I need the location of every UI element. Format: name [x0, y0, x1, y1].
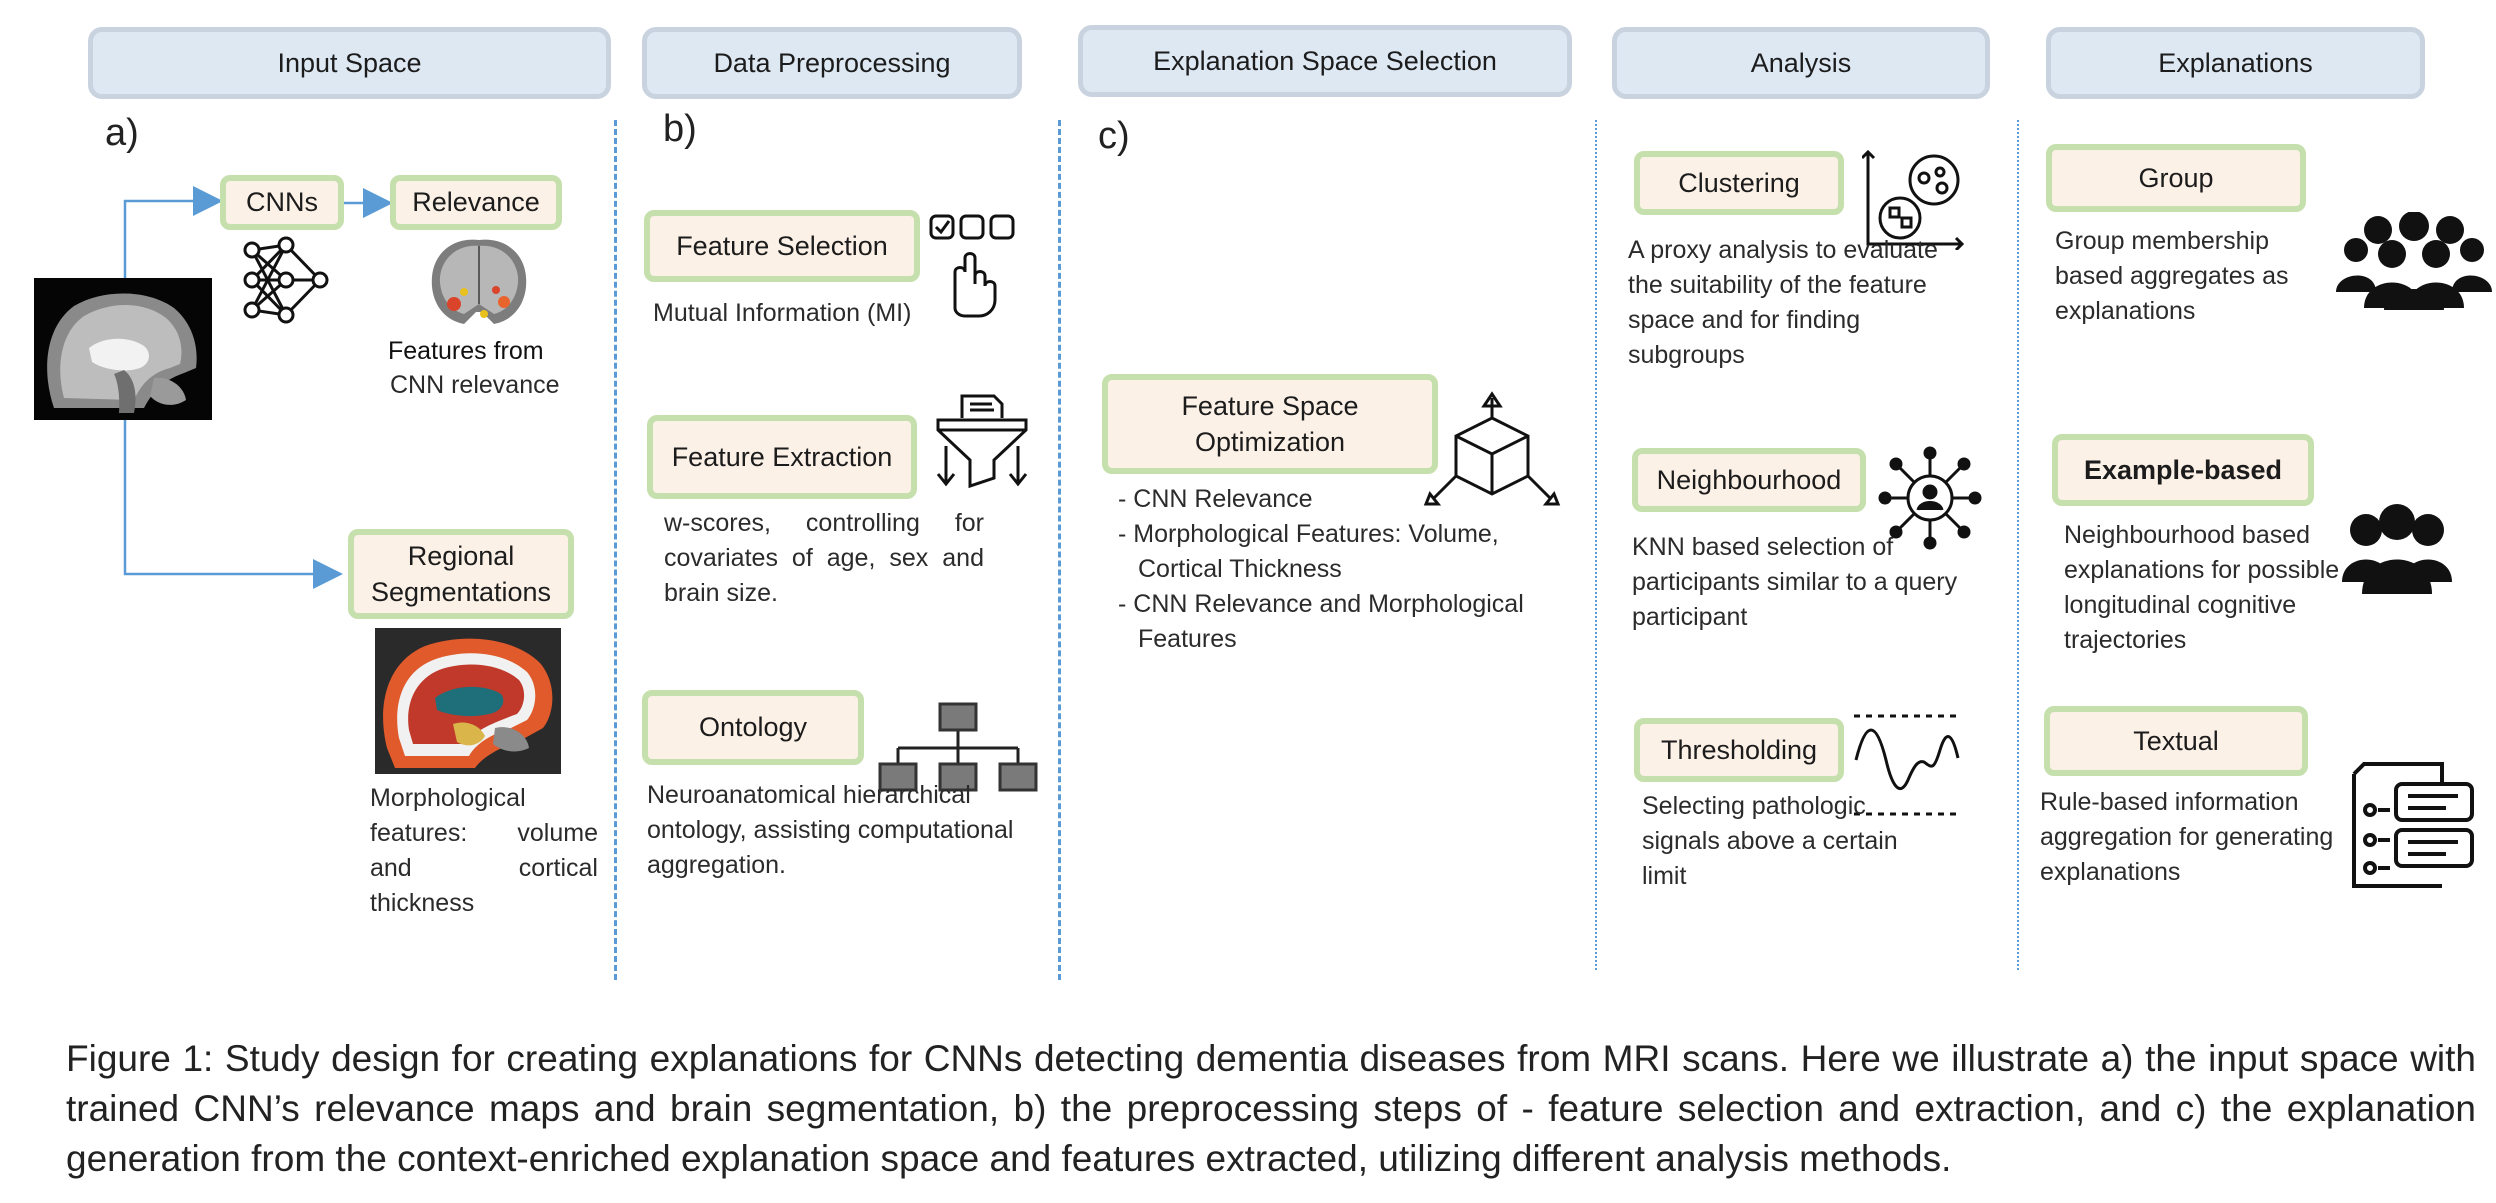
- group-box: Group: [2046, 144, 2306, 212]
- example-based-text: Neighbourhood based explanations for pos…: [2064, 521, 2340, 654]
- network-person-icon: [1878, 446, 1982, 550]
- feature-extraction-box: Feature Extraction: [647, 415, 917, 499]
- neighbourhood-box: Neighbourhood: [1632, 448, 1866, 512]
- feature-selection-box: Feature Selection: [644, 210, 920, 282]
- crowd-icon: [2336, 212, 2492, 310]
- clustering-text: A proxy analysis to evaluate the suitabi…: [1628, 236, 1938, 369]
- divider-analysis-explanations: [2017, 120, 2019, 970]
- hierarchy-icon: [878, 702, 1038, 792]
- checkbox-hand-icon: [929, 214, 1015, 318]
- explanation-space-item-3: - CNN Relevance and Morphological Featur…: [1118, 590, 1524, 653]
- figure-caption: Figure 1: Study design for creating expl…: [66, 1038, 2476, 1179]
- cnns-box: CNNs: [220, 175, 344, 230]
- neural-network-icon: [243, 236, 329, 324]
- ontology-text: Neuroanatomical hierarchical ontology, a…: [647, 781, 1014, 879]
- ontology-box: Ontology: [642, 690, 864, 765]
- relevance-box: Relevance: [390, 175, 562, 230]
- section-label-a: a): [105, 112, 139, 154]
- neighbourhood-text: KNN based selection of participants simi…: [1632, 533, 1958, 631]
- textual-text: Rule-based information aggregation for g…: [2040, 788, 2334, 886]
- cluster-chart-icon: [1862, 150, 1965, 250]
- section-label-c: c): [1098, 115, 1130, 157]
- textual-box: Textual: [2044, 706, 2308, 776]
- divider-input-preprocessing: [614, 120, 617, 980]
- feature-space-optimization-box: Feature Space Optimization: [1102, 374, 1438, 474]
- regional-segmentations-box: Regional Segmentations: [348, 529, 574, 619]
- relevance-caption-line2: CNN relevance: [390, 371, 560, 399]
- thresholding-box: Thresholding: [1634, 718, 1844, 782]
- divider-preprocessing-explanation: [1058, 120, 1061, 980]
- mri-scan-image: [34, 278, 212, 420]
- header-data-preprocessing: Data Preprocessing: [642, 27, 1022, 99]
- clustering-box: Clustering: [1634, 151, 1844, 215]
- group-text: Group membership based aggregates as exp…: [2055, 227, 2289, 325]
- threshold-wave-icon: [1854, 714, 1960, 816]
- header-explanation-space-selection: Explanation Space Selection: [1078, 25, 1572, 97]
- header-explanations: Explanations: [2046, 27, 2425, 99]
- input-flow-arrows: [123, 186, 393, 589]
- section-label-b: b): [663, 108, 697, 150]
- feature-selection-text: Mutual Information (MI): [653, 299, 912, 327]
- explanation-space-item-1: - CNN Relevance: [1118, 485, 1313, 513]
- relevance-caption-line1: Features from: [388, 337, 544, 365]
- example-based-box: Example-based: [2052, 434, 2314, 506]
- funnel-icon: [936, 394, 1028, 489]
- divider-explanation-analysis: [1595, 120, 1597, 970]
- header-input-space: Input Space: [88, 27, 611, 99]
- people-icon: [2342, 504, 2452, 594]
- document-list-icon: [2352, 762, 2474, 888]
- cube-icon: [1423, 391, 1561, 506]
- explanation-space-item-2: - Morphological Features: Volume, Cortic…: [1118, 520, 1499, 583]
- brain-relevance-icon: [431, 239, 527, 324]
- explanation-space-list: - CNN Relevance - Morphological Features…: [1118, 482, 1558, 657]
- header-analysis: Analysis: [1612, 27, 1990, 99]
- segmentation-image: [375, 628, 561, 774]
- feature-extraction-text: w-scores, controlling for covariates of …: [664, 509, 984, 607]
- thresholding-text: Selecting pathologic signals above a cer…: [1642, 792, 1898, 890]
- morphological-features-text: Morphological features: volume and corti…: [370, 784, 598, 917]
